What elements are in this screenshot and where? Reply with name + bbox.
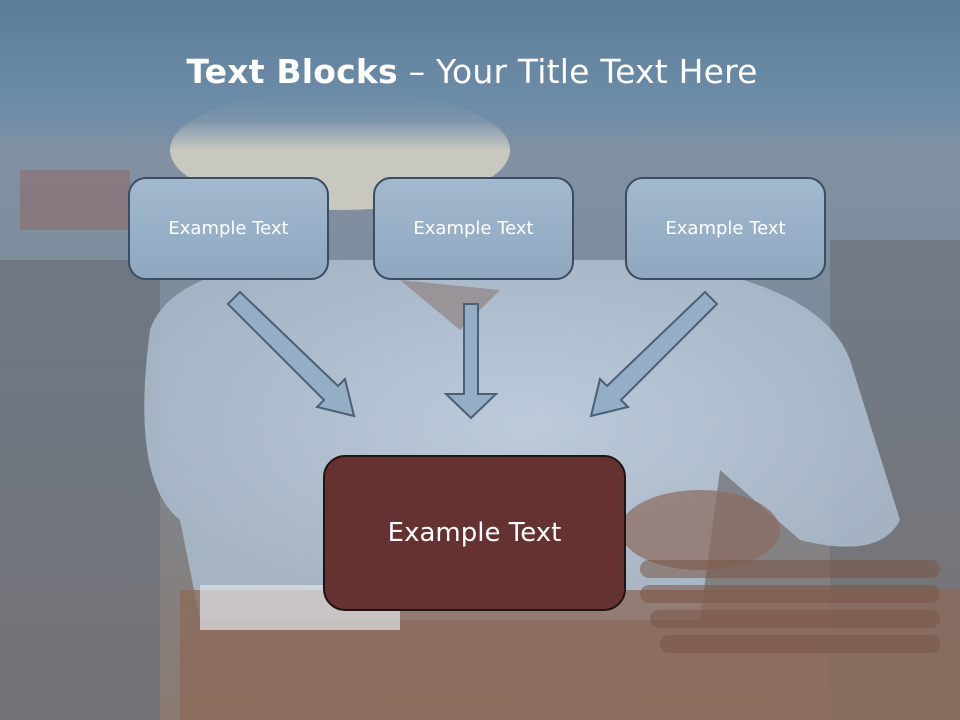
text-block-2-label: Example Text (413, 218, 534, 239)
text-block-3-label: Example Text (665, 218, 786, 239)
main-text-block[interactable]: Example Text (323, 455, 626, 611)
arrow-down-left-icon (589, 290, 719, 418)
arrow-down-icon (443, 303, 499, 420)
text-block-3[interactable]: Example Text (625, 177, 826, 280)
title-band (0, 0, 960, 150)
slide-title: Text Blocks – Your Title Text Here (0, 52, 944, 91)
text-block-1-label: Example Text (168, 218, 289, 239)
title-rest-part: – Your Title Text Here (397, 52, 758, 91)
main-text-block-label: Example Text (387, 518, 562, 548)
text-block-2[interactable]: Example Text (373, 177, 574, 280)
title-bold-part: Text Blocks (186, 52, 398, 91)
text-block-1[interactable]: Example Text (128, 177, 329, 280)
arrow-down-right-icon (226, 290, 356, 418)
